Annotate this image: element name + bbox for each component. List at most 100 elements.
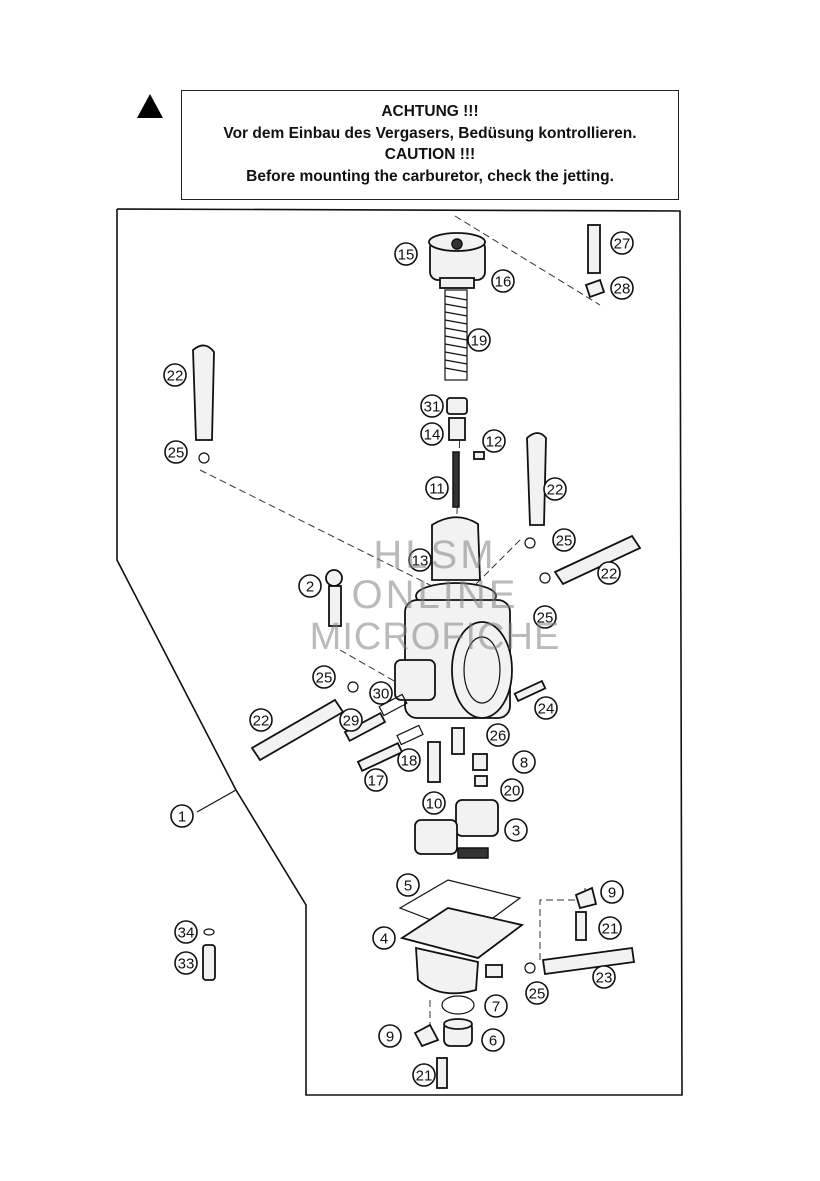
callout-circle — [467, 328, 491, 352]
callout-c22a: 22 — [163, 363, 187, 387]
callout-c12: 12 — [482, 429, 506, 453]
jet-26-part — [451, 727, 465, 755]
callout-circle — [369, 681, 393, 705]
callout-label: 33 — [178, 956, 195, 973]
callout-c21b: 21 — [412, 1063, 436, 1087]
callout-c26: 26 — [486, 723, 510, 747]
callout-circle — [422, 791, 446, 815]
callout-c3: 3 — [504, 818, 528, 842]
callout-label: 27 — [614, 236, 631, 253]
callout-c23: 23 — [592, 965, 616, 989]
callout-circle — [482, 429, 506, 453]
callout-c19: 19 — [467, 328, 491, 352]
jet-20-part — [474, 775, 488, 787]
screw-29-part — [343, 711, 387, 743]
callout-c9b: 9 — [378, 1024, 402, 1048]
callout-label: 25 — [537, 610, 554, 627]
callout-c4: 4 — [372, 926, 396, 950]
plate-9-lower-part — [413, 1023, 440, 1048]
callout-circle — [533, 605, 557, 629]
callout-circle — [500, 778, 524, 802]
caution-title-de: ACHTUNG !!! — [381, 103, 479, 120]
callout-label: 30 — [373, 686, 390, 703]
callout-c5: 5 — [396, 873, 420, 897]
callout-circle — [597, 561, 621, 585]
callout-c25b: 25 — [552, 528, 576, 552]
callout-circle — [420, 422, 444, 446]
callout-c28: 28 — [610, 276, 634, 300]
callout-circle — [592, 965, 616, 989]
clip-25-c-part — [539, 572, 551, 584]
screw-21-upper-part — [575, 911, 587, 941]
ring-34-part — [203, 928, 215, 936]
clip-25-a-part — [198, 452, 210, 464]
callout-circle — [425, 476, 449, 500]
carb-cap-part — [428, 232, 486, 289]
clip-25-e-part — [524, 962, 536, 974]
screw-17-part — [356, 741, 404, 773]
callout-label: 20 — [504, 783, 521, 800]
idle-screw-part — [325, 569, 343, 627]
callout-label: 15 — [398, 247, 415, 264]
callout-c21a: 21 — [598, 916, 622, 940]
callout-circle — [610, 231, 634, 255]
callout-c31: 31 — [420, 394, 444, 418]
callout-c30: 30 — [369, 681, 393, 705]
callout-label: 29 — [343, 713, 360, 730]
callout-circle — [491, 269, 515, 293]
callout-c22b: 22 — [543, 477, 567, 501]
callout-circle — [504, 818, 528, 842]
callout-c20: 20 — [500, 778, 524, 802]
callout-c22d: 22 — [249, 708, 273, 732]
callout-label: 17 — [368, 773, 385, 790]
vent-hose-left-part — [192, 344, 215, 441]
clip-25-b-part — [524, 537, 536, 549]
jet-8-part — [472, 753, 488, 771]
callout-c25d: 25 — [312, 665, 336, 689]
callout-circle — [164, 440, 188, 464]
callout-circle — [552, 528, 576, 552]
tube-33-part — [202, 944, 216, 981]
callout-label: 25 — [529, 986, 546, 1003]
callout-c8: 8 — [512, 750, 536, 774]
hose-23-part — [541, 946, 636, 976]
caution-text-en: Before mounting the carburetor, check th… — [246, 167, 614, 185]
hose-upper-right-part — [553, 534, 642, 586]
callout-c29: 29 — [339, 708, 363, 732]
callout-label: 12 — [486, 434, 503, 451]
assembly-outline — [116, 208, 683, 1096]
callout-circle — [420, 394, 444, 418]
callout-c27: 27 — [610, 231, 634, 255]
callout-label: 14 — [424, 427, 441, 444]
throttle-slide-part — [431, 516, 481, 581]
callout-label: 7 — [492, 999, 500, 1016]
callout-label: 25 — [556, 533, 573, 550]
callout-circle — [364, 768, 388, 792]
clip-part — [473, 451, 485, 460]
needle-holder-part — [448, 417, 466, 441]
callout-circle — [394, 242, 418, 266]
callout-label: 25 — [168, 445, 185, 462]
callout-label: 21 — [416, 1068, 433, 1085]
callout-circle — [396, 873, 420, 897]
callout-c24: 24 — [534, 696, 558, 720]
callout-c22c: 22 — [597, 561, 621, 585]
adjust-screw-part — [587, 224, 601, 274]
callout-circle — [481, 1028, 505, 1052]
callout-circle — [163, 363, 187, 387]
float-part — [414, 799, 499, 859]
callout-label: 2 — [306, 579, 314, 596]
callout-circle — [378, 1024, 402, 1048]
caution-notice: ACHTUNG !!! Vor dem Einbau des Vergasers… — [181, 90, 679, 200]
callout-circle — [372, 926, 396, 950]
callout-circle — [339, 708, 363, 732]
spring-part — [444, 289, 468, 381]
callout-circle — [543, 477, 567, 501]
callout-label: 6 — [489, 1033, 497, 1050]
callout-circle — [600, 880, 624, 904]
pin-24-part — [513, 679, 547, 703]
callout-label: 4 — [380, 931, 388, 948]
callout-c11: 11 — [425, 476, 449, 500]
callout-label: 22 — [167, 368, 184, 385]
